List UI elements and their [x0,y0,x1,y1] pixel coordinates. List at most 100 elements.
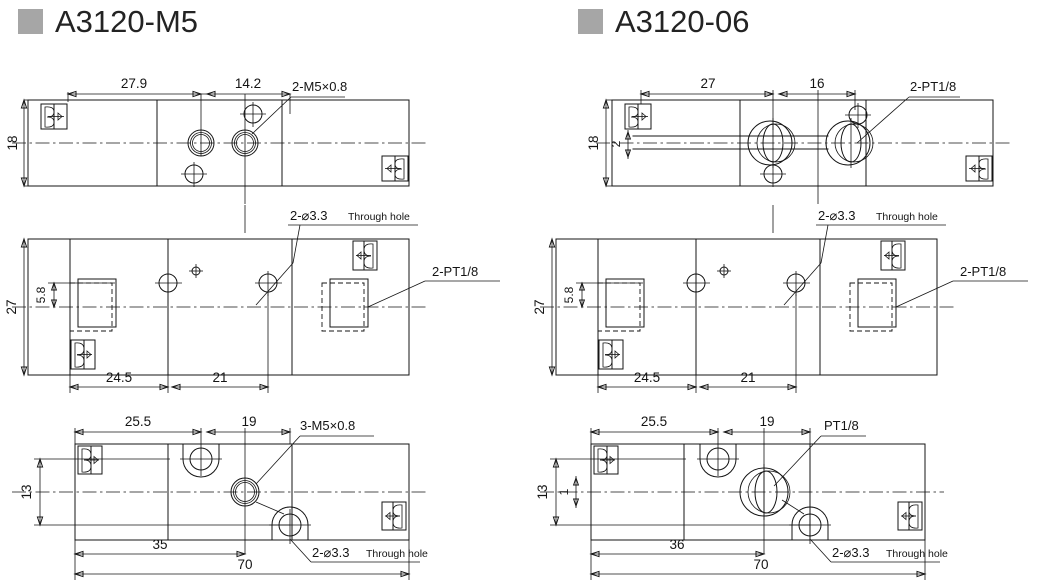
dim-19-label: 19 [241,414,256,429]
callout-2-pt18-label: 2-PT1/8 [960,264,1006,279]
dim-25-5-label: 25.5 [641,414,667,429]
dim-19: 19 [722,414,812,554]
cavity-right [321,278,369,332]
screw-icon-bottom-left [70,339,96,370]
right-bot-view: 25.5 19 [528,404,1056,584]
dim-36-label: 36 [669,537,684,552]
dim-16-label: 16 [809,76,824,91]
dim-2-label: 2 [609,140,623,147]
dim-27: 27 [532,237,556,377]
callout-through-hole-prefix: 2-⌀3.3 [832,545,869,560]
callout-through-hole: 2-⌀3.3 Through hole [781,499,948,563]
callout-through-hole-prefix: 2-⌀3.3 [290,208,327,223]
port-hole-2 [231,129,259,157]
center-marker [189,264,203,278]
body-outline [611,99,994,187]
body-outline [27,99,410,187]
dim-27-9-label: 27.9 [121,76,147,91]
callout-3-m5-label: 3-M5×0.8 [300,418,355,433]
dim-5-8: 5.8 [562,281,643,309]
callout-pt18-label: PT1/8 [824,418,859,433]
dim-27-9: 27.9 [66,76,203,102]
dim-16: 16 [777,76,857,98]
callout-through-hole-suffix: Through hole [876,211,938,223]
callout-2-m5-label: 2-M5×0.8 [292,79,347,94]
dim-25-5-label: 25.5 [125,414,151,429]
dim-13-label: 13 [535,484,550,499]
screw-icon-right [381,155,409,182]
panel-a3120-06: A3120-06 27 16 [528,0,1056,584]
port-hole-center [739,464,791,520]
small-hole-lower [181,162,207,187]
callout-through-hole: 2-⌀3.3 Through hole [783,208,946,306]
dim-14-2: 14.2 [201,76,292,98]
callout-through-hole-suffix: Through hole [366,548,428,560]
screw-icon-top-right [352,240,378,271]
dim-25-5: 25.5 [73,414,203,444]
body-outline [27,238,410,376]
screw-icon-right [965,155,993,182]
dim-5-8-label: 5.8 [34,286,48,303]
dim-21-label: 21 [212,370,227,385]
left-bot-view: 25.5 19 [0,404,528,584]
cavity-left [597,278,645,332]
callout-2-pt18: 2-PT1/8 [895,264,1028,308]
counterbore-bottom [789,506,831,544]
counterbore-top [180,443,222,478]
callout-through-hole-prefix: 2-⌀3.3 [818,208,855,223]
left-top-view: 27.9 14.2 [0,64,528,204]
dim-27: 27 [639,76,775,104]
dim-19: 19 [205,414,292,554]
callout-through-hole: 2-⌀3.3 Through hole [255,501,428,563]
through-hole-right [783,271,810,296]
dim-70: 70 [73,540,411,580]
panel-right-title: A3120-06 [615,4,750,39]
left-mid-view: 27 5.8 [0,205,528,395]
dim-5-8: 5.8 [34,281,115,309]
screw-icon-bottom-left [598,339,624,370]
dim-35: 35 [73,537,247,580]
port-hole-1 [187,129,215,157]
callout-2-pt18: 2-PT1/8 [856,79,960,144]
dim-21: 21 [170,291,270,393]
dim-27-label: 27 [532,299,547,314]
dim-70-label: 70 [237,557,252,572]
dim-14-2-label: 14.2 [235,76,261,91]
dim-27-label: 27 [4,299,19,314]
callout-2-pt18: 2-PT1/8 [367,264,500,308]
dim-19-label: 19 [759,414,774,429]
dim-70: 70 [589,540,927,580]
cavity-left [69,278,117,332]
callout-through-hole-suffix: Through hole [348,211,410,223]
callout-2-pt18-label: 2-PT1/8 [910,79,956,94]
dim-70-label: 70 [753,557,768,572]
right-top-view: 27 16 18 [528,64,1056,204]
callout-2-pt18-label: 2-PT1/8 [432,264,478,279]
small-hole-lower [760,162,786,187]
screw-icon-left [77,445,103,475]
right-mid-view: 27 5.8 [528,205,1056,395]
cavity-right [849,278,897,332]
panel-left-title-row: A3120-M5 [18,6,198,37]
dim-24-5: 24.5 [596,291,698,393]
dim-36: 36 [589,537,766,580]
body-outline [74,443,410,541]
screw-icon-right [897,501,923,531]
dim-27-label: 27 [700,76,715,91]
callout-pt18: PT1/8 [773,418,866,487]
dim-5-8-label: 5.8 [562,286,576,303]
dim-2: 2 [609,130,632,159]
screw-icon-right [381,501,407,531]
port-hole-2 [825,118,874,168]
dim-18-label: 18 [586,135,601,150]
counterbore-top [697,443,739,478]
dim-13-label: 13 [19,484,34,499]
square-swatch-icon [578,9,603,34]
body-outline [555,238,938,376]
callout-2-m5: 2-M5×0.8 [251,79,347,135]
panel-right-title-row: A3120-06 [578,6,749,37]
panel-left-title: A3120-M5 [55,4,199,39]
dim-35-label: 35 [152,537,167,552]
callout-through-hole-suffix: Through hole [886,548,948,560]
